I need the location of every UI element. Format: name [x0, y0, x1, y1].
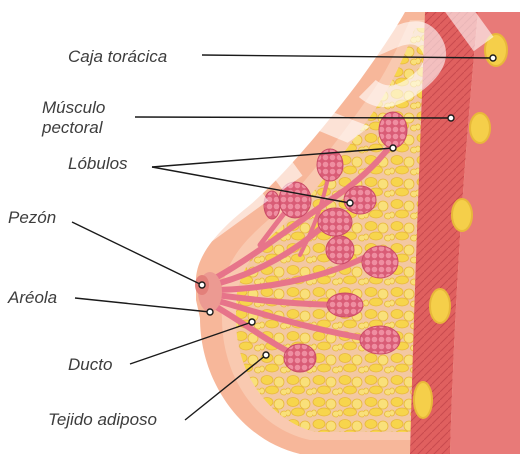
dot-ducto [249, 319, 255, 325]
rib-4 [430, 289, 450, 323]
dot-tejido [263, 352, 269, 358]
dot-lobulos-2 [347, 200, 353, 206]
label-musculo-line1: Músculo [42, 98, 105, 118]
lobule-8 [327, 293, 363, 317]
lobule-9 [360, 326, 400, 354]
label-musculo-pectoral: Músculo pectoral [42, 98, 105, 138]
rib-5 [414, 382, 432, 418]
rib-2 [470, 113, 490, 143]
label-caja-toracica: Caja torácica [68, 47, 167, 67]
label-areola: Aréola [8, 288, 57, 308]
label-tejido-adiposo: Tejido adiposo [48, 410, 157, 430]
dot-pezon [199, 282, 205, 288]
dot-areola [207, 309, 213, 315]
leader-musculo [135, 117, 451, 118]
dot-lobulos-1 [390, 145, 396, 151]
lobule-10 [284, 344, 316, 372]
lobule-7 [326, 236, 354, 264]
label-lobulos: Lóbulos [68, 154, 128, 174]
dot-caja [490, 55, 496, 61]
lobule-6 [362, 246, 398, 278]
label-musculo-line2: pectoral [42, 118, 105, 138]
dot-musculo [448, 115, 454, 121]
label-ducto: Ducto [68, 355, 112, 375]
label-pezon: Pezón [8, 208, 56, 228]
lobule-5 [318, 208, 352, 236]
rib-3 [452, 199, 472, 231]
